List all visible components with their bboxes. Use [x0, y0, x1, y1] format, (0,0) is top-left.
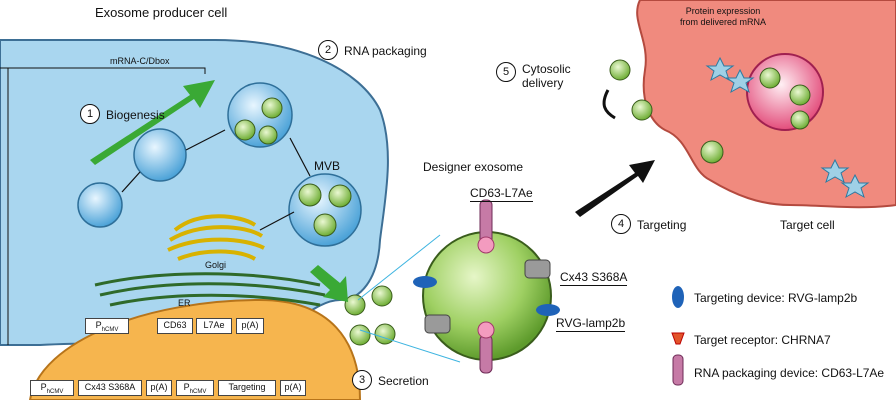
promoter-box-2: PhCMV	[30, 380, 74, 396]
protein-expression-label: Protein expression from delivered mRNA	[680, 6, 767, 27]
er-label: ER	[178, 298, 191, 308]
step-secretion-number: 3	[352, 370, 372, 390]
target-endosome	[746, 53, 824, 131]
targeting-arrow	[575, 160, 655, 217]
promoter-box-1: PhCMV	[85, 318, 129, 334]
biogenesis-arrow	[90, 80, 215, 165]
target-cell-label: Target cell	[780, 218, 835, 232]
er-membranes	[94, 272, 326, 307]
designer-exosome-title: Designer exosome	[423, 160, 524, 174]
target-receptor-icon	[671, 332, 685, 345]
label-rvg-lamp2b: RVG-lamp2b	[556, 316, 626, 332]
label-cd63-l7ae: CD63-L7Ae	[470, 186, 533, 202]
secretion-arrow	[310, 265, 348, 302]
legend-target-receptor: Target receptor: CHRNA7	[694, 333, 831, 347]
legend-icons	[671, 286, 685, 386]
nucleus	[28, 298, 362, 400]
step-cytosolic-number: 5	[496, 62, 516, 82]
promoter-box-3: PhCMV	[176, 380, 214, 396]
gene-cd63-box: CD63	[157, 318, 193, 334]
rna-packaging-device-icon	[672, 354, 684, 386]
legend-rna-packaging-device: RNA packaging device: CD63-L7Ae	[694, 366, 885, 380]
mrna-label: mRNA-C/Dbox	[110, 56, 170, 66]
golgi-stack	[167, 214, 265, 261]
cytosolic-arrow	[602, 89, 616, 120]
gene-cx43-box: Cx43 S368A	[78, 380, 142, 396]
step-biogenesis-number: 1	[80, 104, 100, 124]
protein-stars	[705, 56, 870, 199]
step-targeting-label: Targeting	[637, 218, 687, 232]
step-rna-packaging-label: RNA packaging	[344, 44, 427, 58]
label-cx43: Cx43 S368A	[560, 270, 628, 286]
polya-box-1: p(A)	[236, 318, 264, 334]
step-secretion-label: Secretion	[378, 374, 429, 388]
polya-box-2: p(A)	[146, 380, 172, 396]
gene-l7ae-box: L7Ae	[196, 318, 232, 334]
step-rna-packaging-number: 2	[318, 40, 338, 60]
gene-targeting-box: Targeting	[218, 380, 276, 396]
legend-targeting-device: Targeting device: RVG-lamp2b	[694, 291, 858, 305]
intraluminal-vesicles	[234, 59, 811, 346]
golgi-label: Golgi	[205, 260, 227, 270]
polya-box-3: p(A)	[280, 380, 306, 396]
step-biogenesis-label: Biogenesis	[106, 108, 165, 122]
mvb-label: MVB	[314, 159, 341, 173]
step-targeting-number: 4	[611, 214, 631, 234]
producer-cell-title: Exosome producer cell	[95, 5, 228, 20]
targeting-device-icon	[672, 286, 684, 308]
step-cytosolic-label: Cytosolic delivery	[522, 62, 571, 90]
